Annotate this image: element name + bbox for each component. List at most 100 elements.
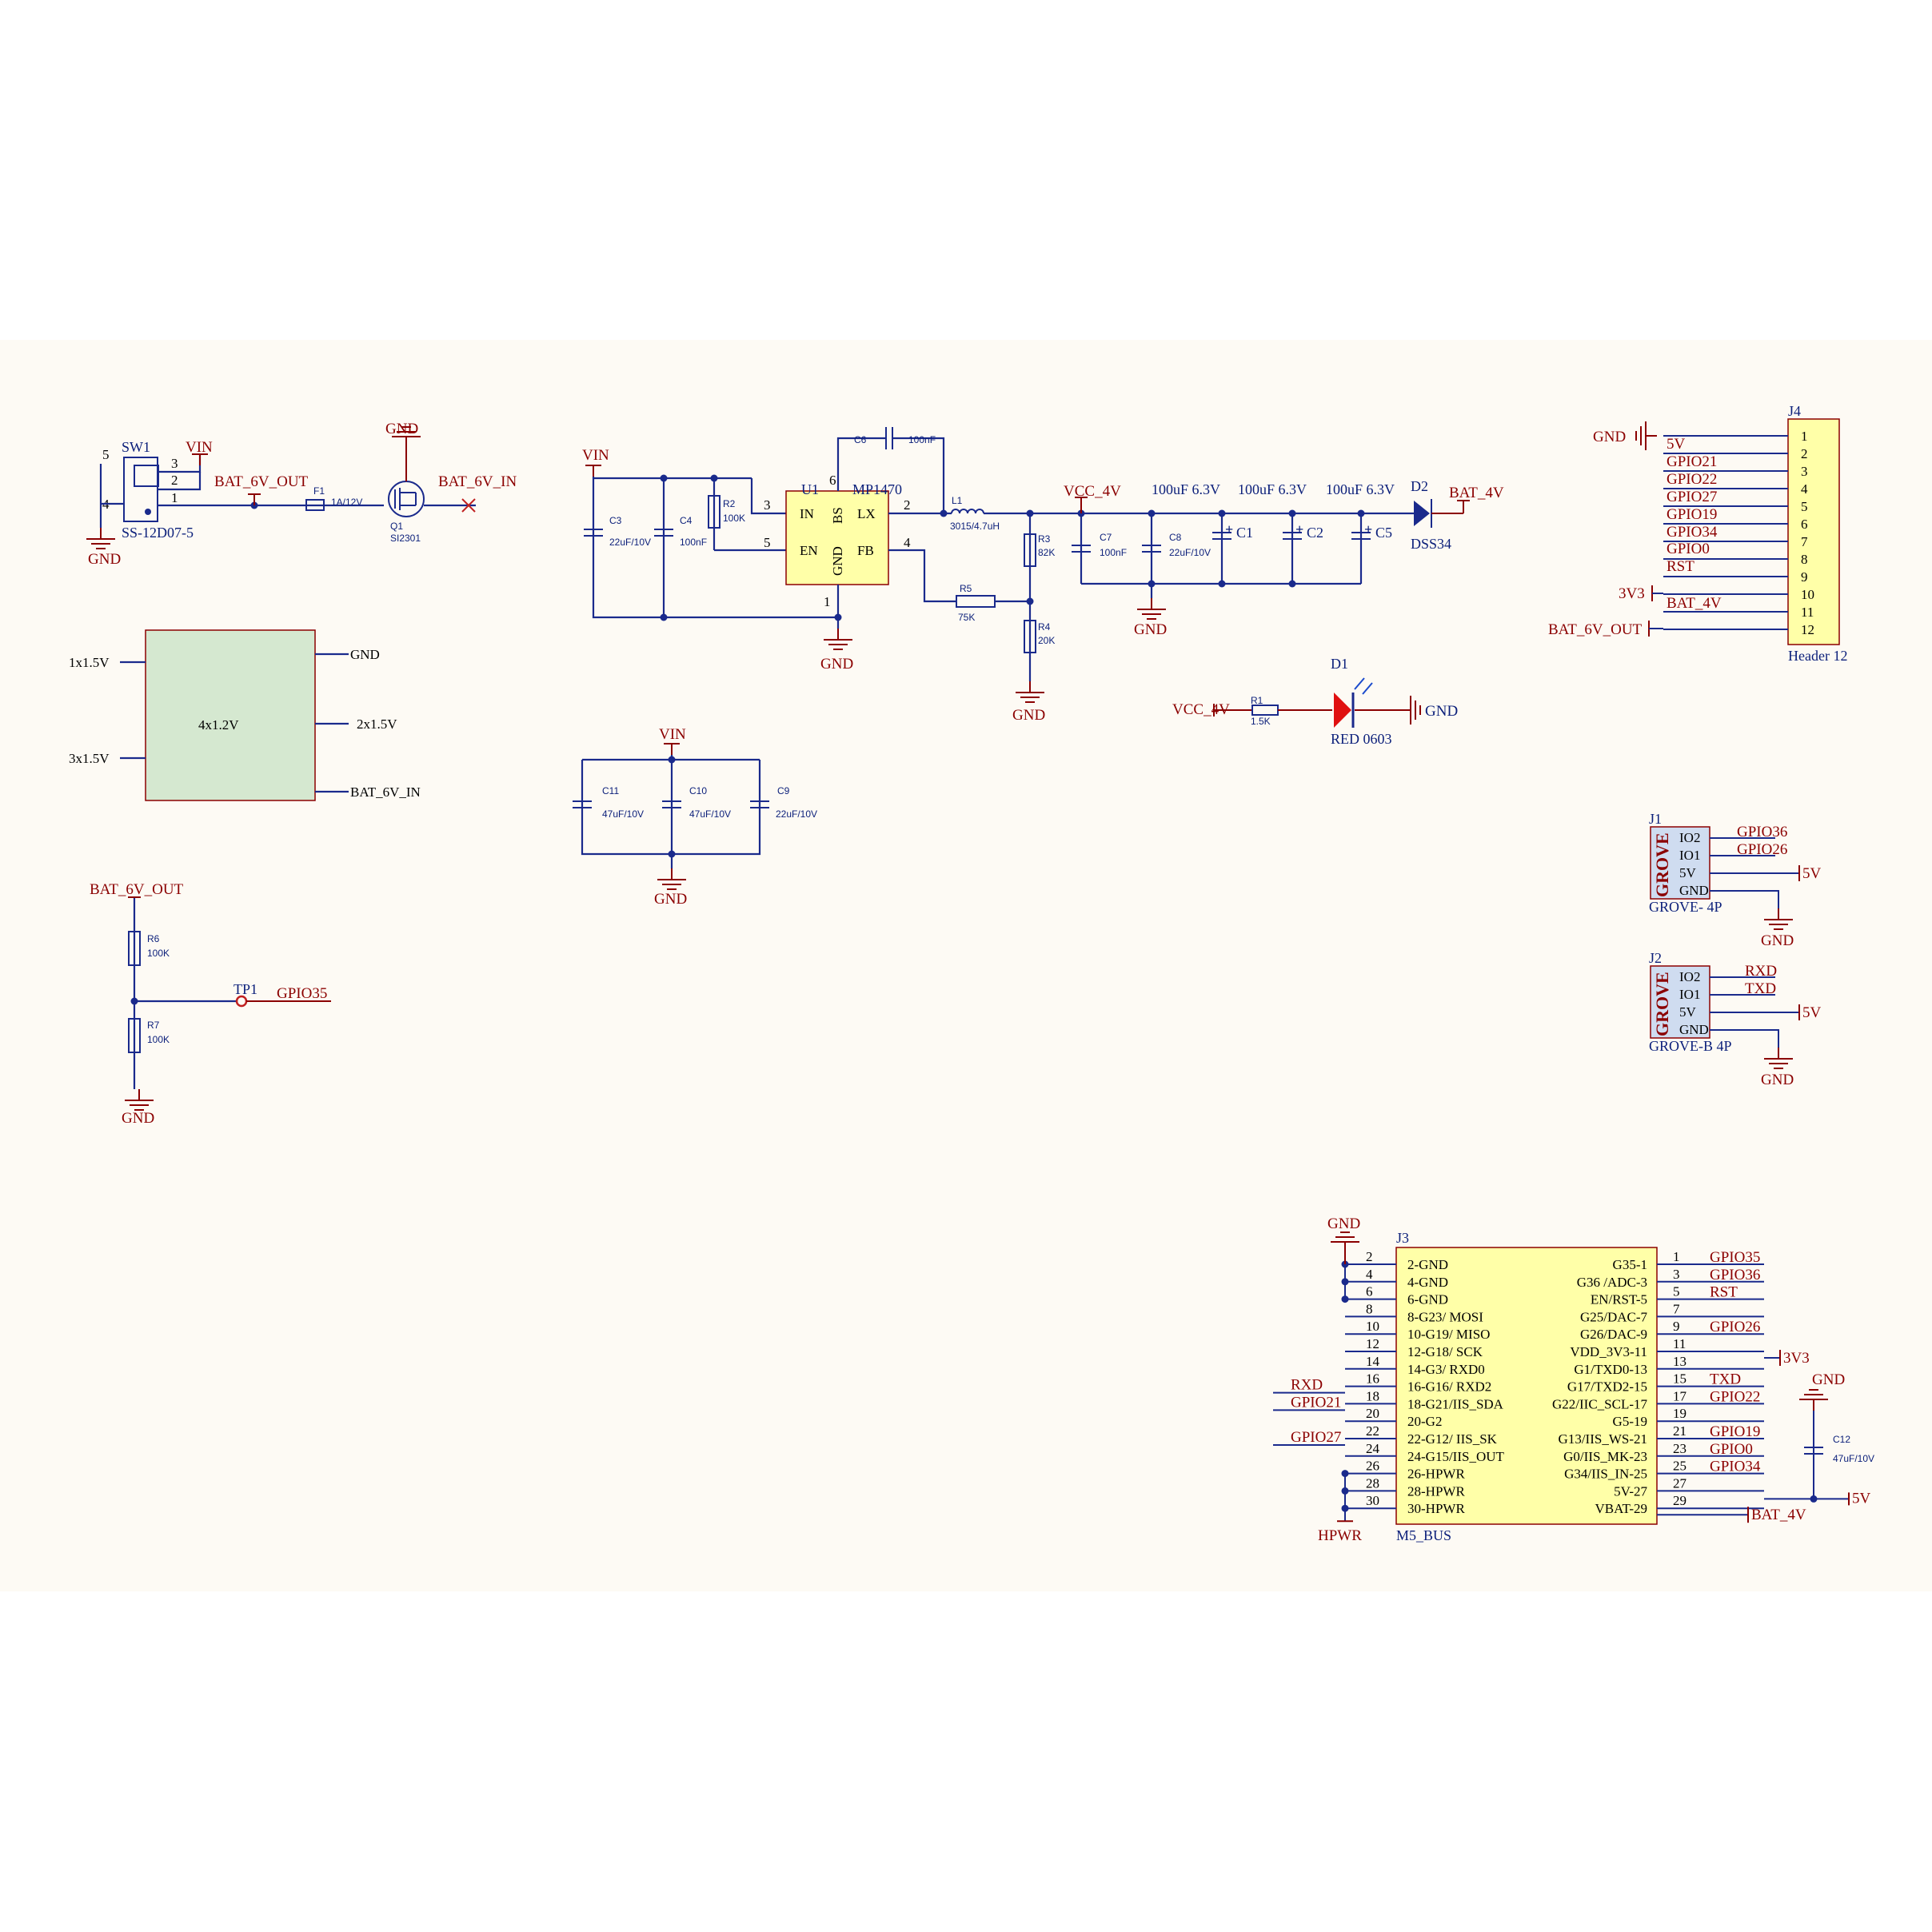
j3-right-net-1: GPIO36 <box>1710 1267 1760 1283</box>
j3-right-num-21: 21 <box>1673 1423 1687 1439</box>
led-gnd-label: GND <box>1425 703 1458 720</box>
r4-value: 20K <box>1038 635 1055 646</box>
sw1-part: SS-12D07-5 <box>122 525 194 541</box>
c5-plus: + <box>1364 521 1372 537</box>
j4-pin-6: 6 <box>1801 517 1808 532</box>
d1-ref: D1 <box>1331 656 1348 672</box>
grove-j2-pin-2: 5V <box>1679 1004 1697 1020</box>
c12-gnd-label: GND <box>1812 1371 1845 1388</box>
j3-right-name-11: VDD_3V3-11 <box>1570 1344 1647 1359</box>
l1-ref: L1 <box>952 495 963 506</box>
c10-ref: C10 <box>689 785 707 796</box>
j3-right-net-9: GPIO34 <box>1710 1459 1761 1475</box>
j3-left-name-14: 14-G3/ RXD0 <box>1407 1362 1485 1377</box>
j4-net-2: GPIO21 <box>1667 453 1717 470</box>
j3-left-name-18: 18-G21/IIS_SDA <box>1407 1396 1504 1411</box>
c2-ref: C2 <box>1307 525 1323 541</box>
bat6out-label-2: BAT_6V_OUT <box>90 881 184 898</box>
j3-left-name-12: 12-G18/ SCK <box>1407 1344 1483 1359</box>
j4-net-11: BAT_4V <box>1667 595 1722 612</box>
j3-name: M5_BUS <box>1396 1527 1451 1543</box>
j3-right-net-7: GPIO19 <box>1710 1423 1760 1440</box>
j3-right-net-8: GPIO0 <box>1710 1441 1753 1458</box>
j4-net-3: GPIO22 <box>1667 471 1717 488</box>
c7-ref: C7 <box>1100 532 1112 543</box>
j3-left-name-30: 30-HPWR <box>1407 1501 1465 1516</box>
d2-bat4-label: BAT_4V <box>1449 485 1504 501</box>
incaps-vin-label: VIN <box>659 726 686 743</box>
output-capacitors: C7 100nF C8 22uF/10V + C1 100uF 6.3V + C… <box>1064 481 1395 598</box>
c1-value: 100uF 6.3V <box>1152 481 1220 497</box>
battery-right-1: GND <box>350 647 380 662</box>
c11-value: 47uF/10V <box>602 808 644 820</box>
c3-value: 22uF/10V <box>609 537 651 548</box>
j4-net-1: 5V <box>1667 436 1686 453</box>
j3-left-num-4: 4 <box>1366 1267 1373 1282</box>
fuse-f1: F1 1A/12V <box>305 485 362 511</box>
f1-value: 1A/12V <box>331 497 362 508</box>
grove-j1-net-0: GPIO36 <box>1737 824 1787 840</box>
sw1-gnd-label: GND <box>88 551 121 568</box>
j4-pin-10: 10 <box>1801 587 1814 602</box>
grove-j2-net-3: GND <box>1761 1072 1794 1088</box>
battery-right-3: BAT_6V_IN <box>350 784 421 800</box>
r7-value: 100K <box>147 1034 170 1045</box>
j4-pin-1: 1 <box>1801 429 1808 444</box>
d2-part: DSS34 <box>1411 536 1451 552</box>
battery-right-2: 2x1.5V <box>357 717 397 732</box>
grove-j2-pin-0: IO2 <box>1679 969 1700 984</box>
j3-left-num-24: 24 <box>1366 1441 1380 1456</box>
j3-right-net-2: RST <box>1710 1284 1738 1301</box>
r7-ref: R7 <box>147 1020 160 1031</box>
j3-right-name-5: EN/RST-5 <box>1591 1292 1647 1307</box>
j3-left-num-2: 2 <box>1366 1249 1373 1264</box>
j3-left-net-2: GPIO27 <box>1291 1429 1341 1446</box>
j3-left-num-16: 16 <box>1366 1371 1379 1387</box>
c12-value: 47uF/10V <box>1833 1453 1874 1464</box>
j4-name: Header 12 <box>1788 648 1847 664</box>
grove-j1: J1 GROVE GROVE- 4P IO2IO15VGNDGPIO36GPIO… <box>1649 811 1822 949</box>
r5-ref: R5 <box>960 583 972 594</box>
j3-left-num-30: 30 <box>1366 1493 1379 1508</box>
j3-right-net-5: TXD <box>1710 1371 1741 1388</box>
battery-left-1: 1x1.5V <box>69 655 110 670</box>
j3-left-name-6: 6-GND <box>1407 1292 1448 1307</box>
d1-part: RED 0603 <box>1331 731 1392 747</box>
j3-right-num-19: 19 <box>1673 1406 1687 1421</box>
battery-pack: 4x1.2V 1x1.5V 3x1.5V GND 2x1.5V BAT_6V_I… <box>69 629 421 801</box>
j3-right-name-21: G13/IIS_WS-21 <box>1559 1431 1647 1447</box>
c6-value: 100nF <box>908 434 936 445</box>
c1-ref: C1 <box>1236 525 1253 541</box>
grove-j2-net-0: RXD <box>1745 963 1777 980</box>
j4-ref: J4 <box>1788 403 1801 419</box>
r5-value: 75K <box>958 612 975 623</box>
j3-right-num-1: 1 <box>1673 1249 1680 1264</box>
j3-left-num-20: 20 <box>1366 1406 1379 1421</box>
grove-j1-pin-3: GND <box>1679 883 1709 898</box>
r3-value: 82K <box>1038 547 1055 558</box>
c5-value: 100uF 6.3V <box>1326 481 1395 497</box>
bat6in-label-1: BAT_6V_IN <box>438 473 517 490</box>
j3-right-num-9: 9 <box>1673 1319 1680 1334</box>
c10-value: 47uF/10V <box>689 808 731 820</box>
c4-value: 100nF <box>680 537 707 548</box>
j3-left-net-0: RXD <box>1291 1377 1323 1394</box>
j3-right-name-7: G25/DAC-7 <box>1580 1309 1648 1324</box>
j3-gnd-label: GND <box>1327 1215 1360 1232</box>
j3-right-name-25: G34/IIS_IN-25 <box>1564 1467 1647 1482</box>
j1-name: GROVE- 4P <box>1649 899 1722 915</box>
l1-value: 3015/4.7uH <box>950 521 1000 532</box>
j4-net-gnd: GND <box>1593 429 1626 445</box>
r1-value: 1.5K <box>1251 716 1271 727</box>
vcc4-label-1: VCC_4V <box>1064 483 1121 500</box>
j3-left-name-26: 26-HPWR <box>1407 1467 1465 1482</box>
c6-ref: C6 <box>854 434 867 445</box>
r4-gnd-label: GND <box>1012 707 1045 724</box>
grove-j1-pin-1: IO1 <box>1679 848 1700 863</box>
j4-net-5: GPIO19 <box>1667 506 1717 523</box>
j4-pin-2: 2 <box>1801 446 1808 461</box>
j3-right-num-7: 7 <box>1673 1301 1680 1316</box>
c7-value: 100nF <box>1100 547 1127 558</box>
